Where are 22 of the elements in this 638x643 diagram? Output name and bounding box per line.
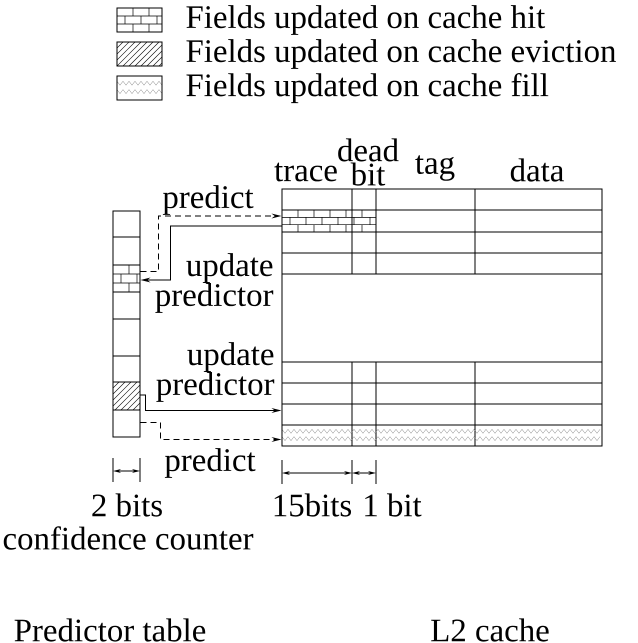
label: Predictor table — [14, 618, 206, 642]
label: data — [510, 158, 564, 182]
cache-row — [282, 404, 602, 426]
legend-text: Fields updated on cache hit — [186, 5, 546, 35]
table-entry — [112, 410, 140, 438]
legend-text: Fields updated on cache fill — [186, 72, 548, 104]
label: 1 bit — [365, 493, 422, 517]
label: 2 bits — [92, 493, 162, 517]
cache-row — [282, 424, 602, 446]
edge-label: predict — [162, 185, 254, 215]
label: tag — [415, 155, 454, 181]
label: 15bits — [274, 493, 351, 517]
label: dead bit — [338, 138, 399, 186]
label: confidence counter — [4, 526, 254, 550]
table-entry — [112, 264, 140, 292]
label: L2 cache — [431, 618, 549, 642]
edge-label: update predictor — [156, 342, 274, 402]
edge-label: predict — [164, 448, 256, 478]
edge-label: update predictor — [155, 253, 274, 313]
cache-row — [282, 210, 376, 232]
table-entry — [112, 382, 140, 410]
legend-text: Fields updated on cache eviction — [186, 39, 616, 69]
